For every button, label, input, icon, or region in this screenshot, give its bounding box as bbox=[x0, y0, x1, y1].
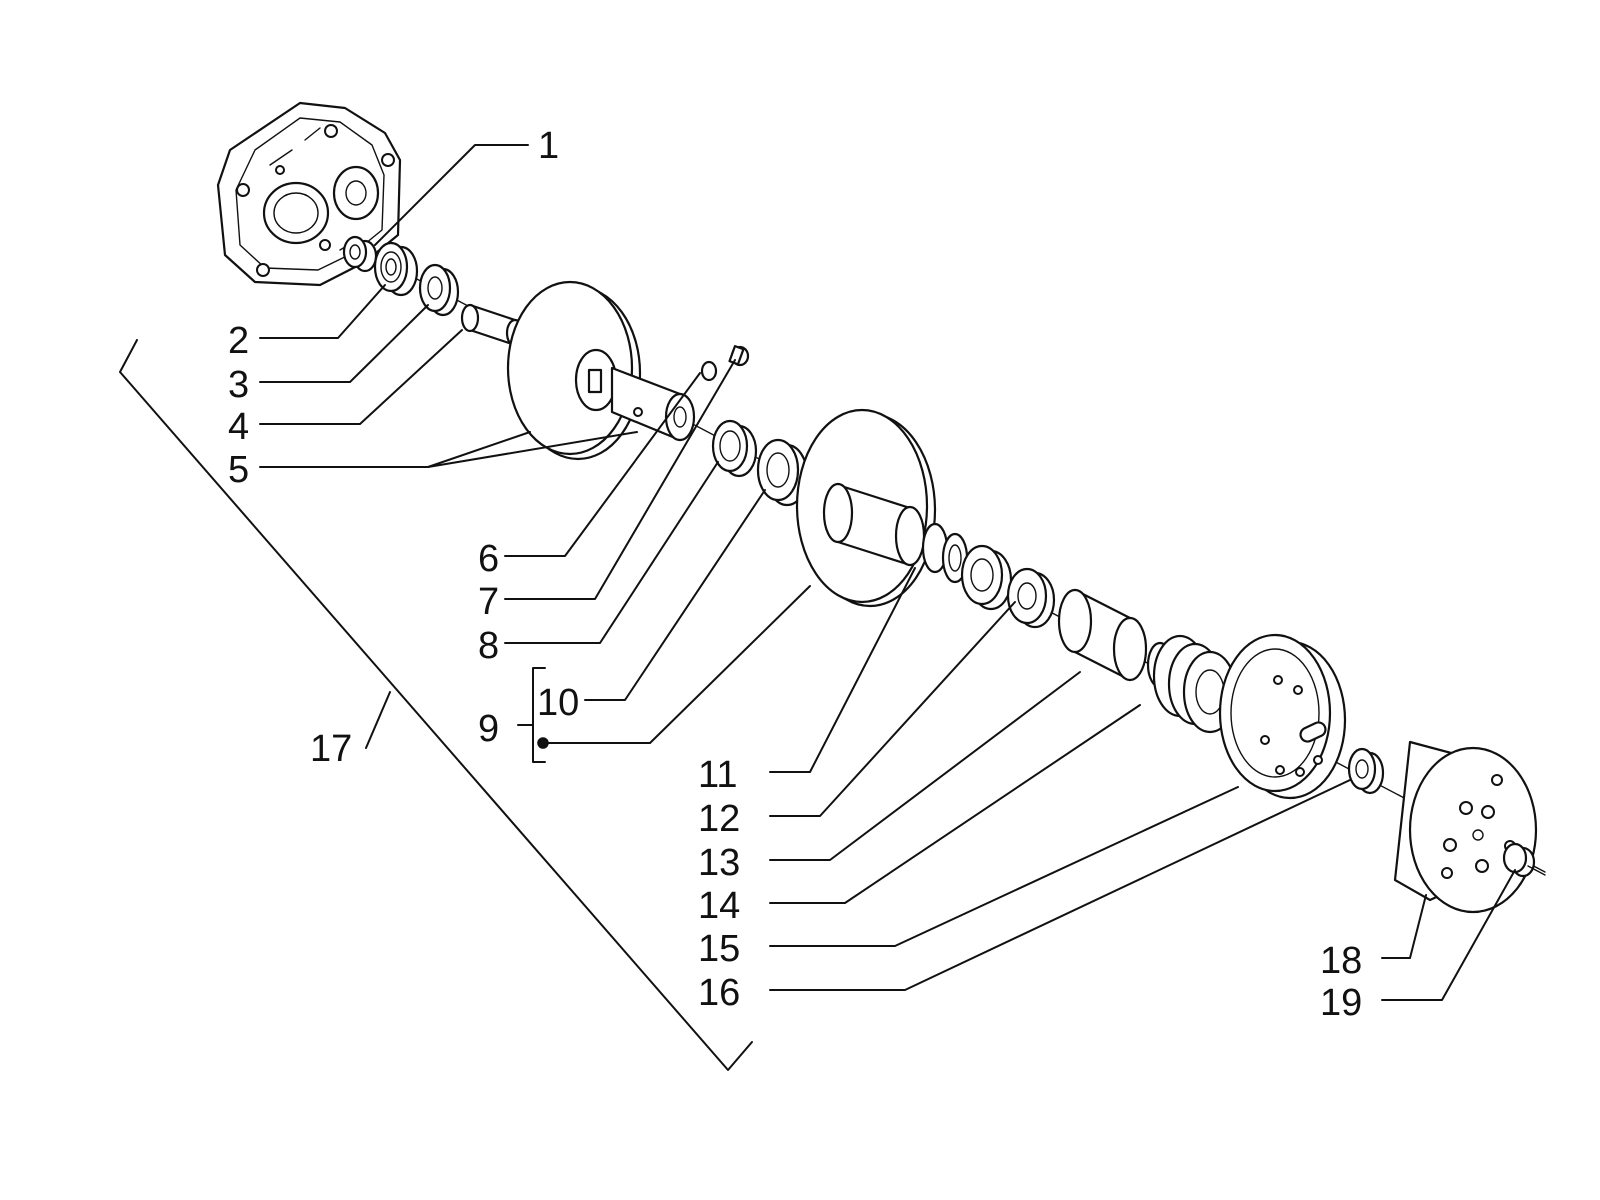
callout-19: 19 bbox=[1320, 982, 1363, 1024]
callout-13: 13 bbox=[698, 842, 741, 884]
callout-8: 8 bbox=[478, 625, 500, 667]
part-19-nut bbox=[1502, 842, 1546, 878]
callout-17: 17 bbox=[310, 728, 353, 770]
callout-15: 15 bbox=[698, 928, 741, 970]
callout-12: 12 bbox=[698, 798, 741, 840]
part-2-bearing bbox=[373, 241, 419, 297]
part-14-spring-sleeve bbox=[1057, 588, 1238, 734]
part-16-washer bbox=[1347, 747, 1385, 795]
callout-14: 14 bbox=[698, 885, 741, 927]
callout-16: 16 bbox=[698, 972, 741, 1014]
callout-1: 1 bbox=[538, 125, 560, 167]
part-5-half-pulley bbox=[506, 280, 696, 461]
callout-7: 7 bbox=[478, 581, 500, 623]
callout-10: 10 bbox=[537, 682, 580, 724]
part-12-bearing bbox=[960, 544, 1013, 611]
group-17-bracket bbox=[119, 339, 753, 1071]
callout-9: 9 bbox=[478, 708, 500, 750]
part-13-ring bbox=[1006, 567, 1056, 629]
part-11-o-rings bbox=[921, 522, 969, 584]
callout-18: 18 bbox=[1320, 940, 1363, 982]
part-18-clutch-bell bbox=[1393, 740, 1538, 914]
part-9-movable-pulley bbox=[795, 408, 937, 608]
part-8-bearing bbox=[711, 419, 758, 478]
part-3-ring bbox=[418, 263, 460, 317]
group-9-bracket bbox=[517, 667, 549, 763]
leader-lines bbox=[259, 144, 1516, 1001]
callout-11: 11 bbox=[698, 754, 738, 796]
callout-6: 6 bbox=[478, 538, 500, 580]
callout-4: 4 bbox=[228, 406, 250, 448]
part-15-clutch bbox=[1218, 633, 1347, 800]
part-6-7-pins bbox=[700, 345, 750, 382]
callout-5: 5 bbox=[228, 449, 250, 491]
callout-2: 2 bbox=[228, 320, 250, 362]
callout-3: 3 bbox=[228, 364, 250, 406]
